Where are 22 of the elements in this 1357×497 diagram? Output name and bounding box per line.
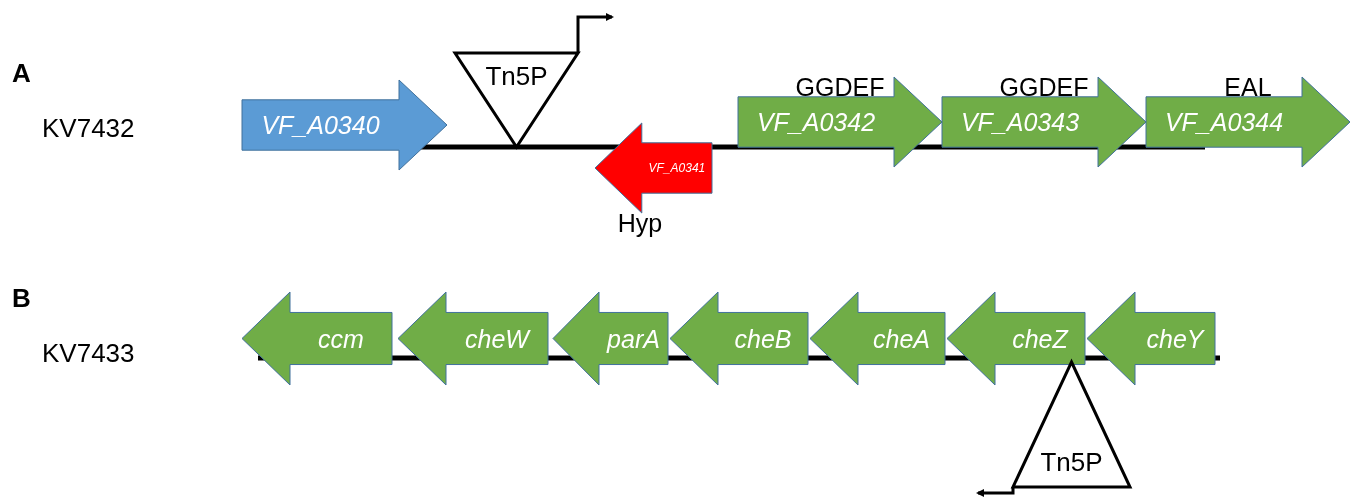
gene-name: VF_A0342 [756, 107, 876, 137]
gene-name: cheB [734, 324, 792, 353]
insertion-label: Tn5P [485, 60, 548, 92]
panel-letter: B [12, 283, 31, 314]
annotation-label: EAL [1224, 72, 1272, 102]
panel-letter: A [12, 58, 31, 89]
gene-name: cheW [465, 324, 529, 353]
gene-name: ccm [318, 324, 364, 353]
gene-name: VF_A0344 [1164, 107, 1284, 137]
gene-name: cheZ [1012, 324, 1068, 353]
gene-name: VF_A0341 [648, 161, 706, 175]
strain-label: KV7432 [42, 113, 135, 144]
annotation-label: Hyp [617, 208, 663, 238]
strain-label: KV7433 [42, 338, 135, 369]
insertion-label: Tn5P [1040, 446, 1103, 478]
gene-name: VF_A0343 [960, 107, 1080, 137]
annotation-label: GGDEF [795, 72, 885, 102]
gene-name: cheY [1146, 324, 1204, 353]
gene-name: VF_A0340 [261, 110, 380, 140]
gene-name: cheA [873, 324, 930, 353]
annotation-label: GGDEF [999, 72, 1089, 102]
gene-name: parA [607, 324, 660, 353]
